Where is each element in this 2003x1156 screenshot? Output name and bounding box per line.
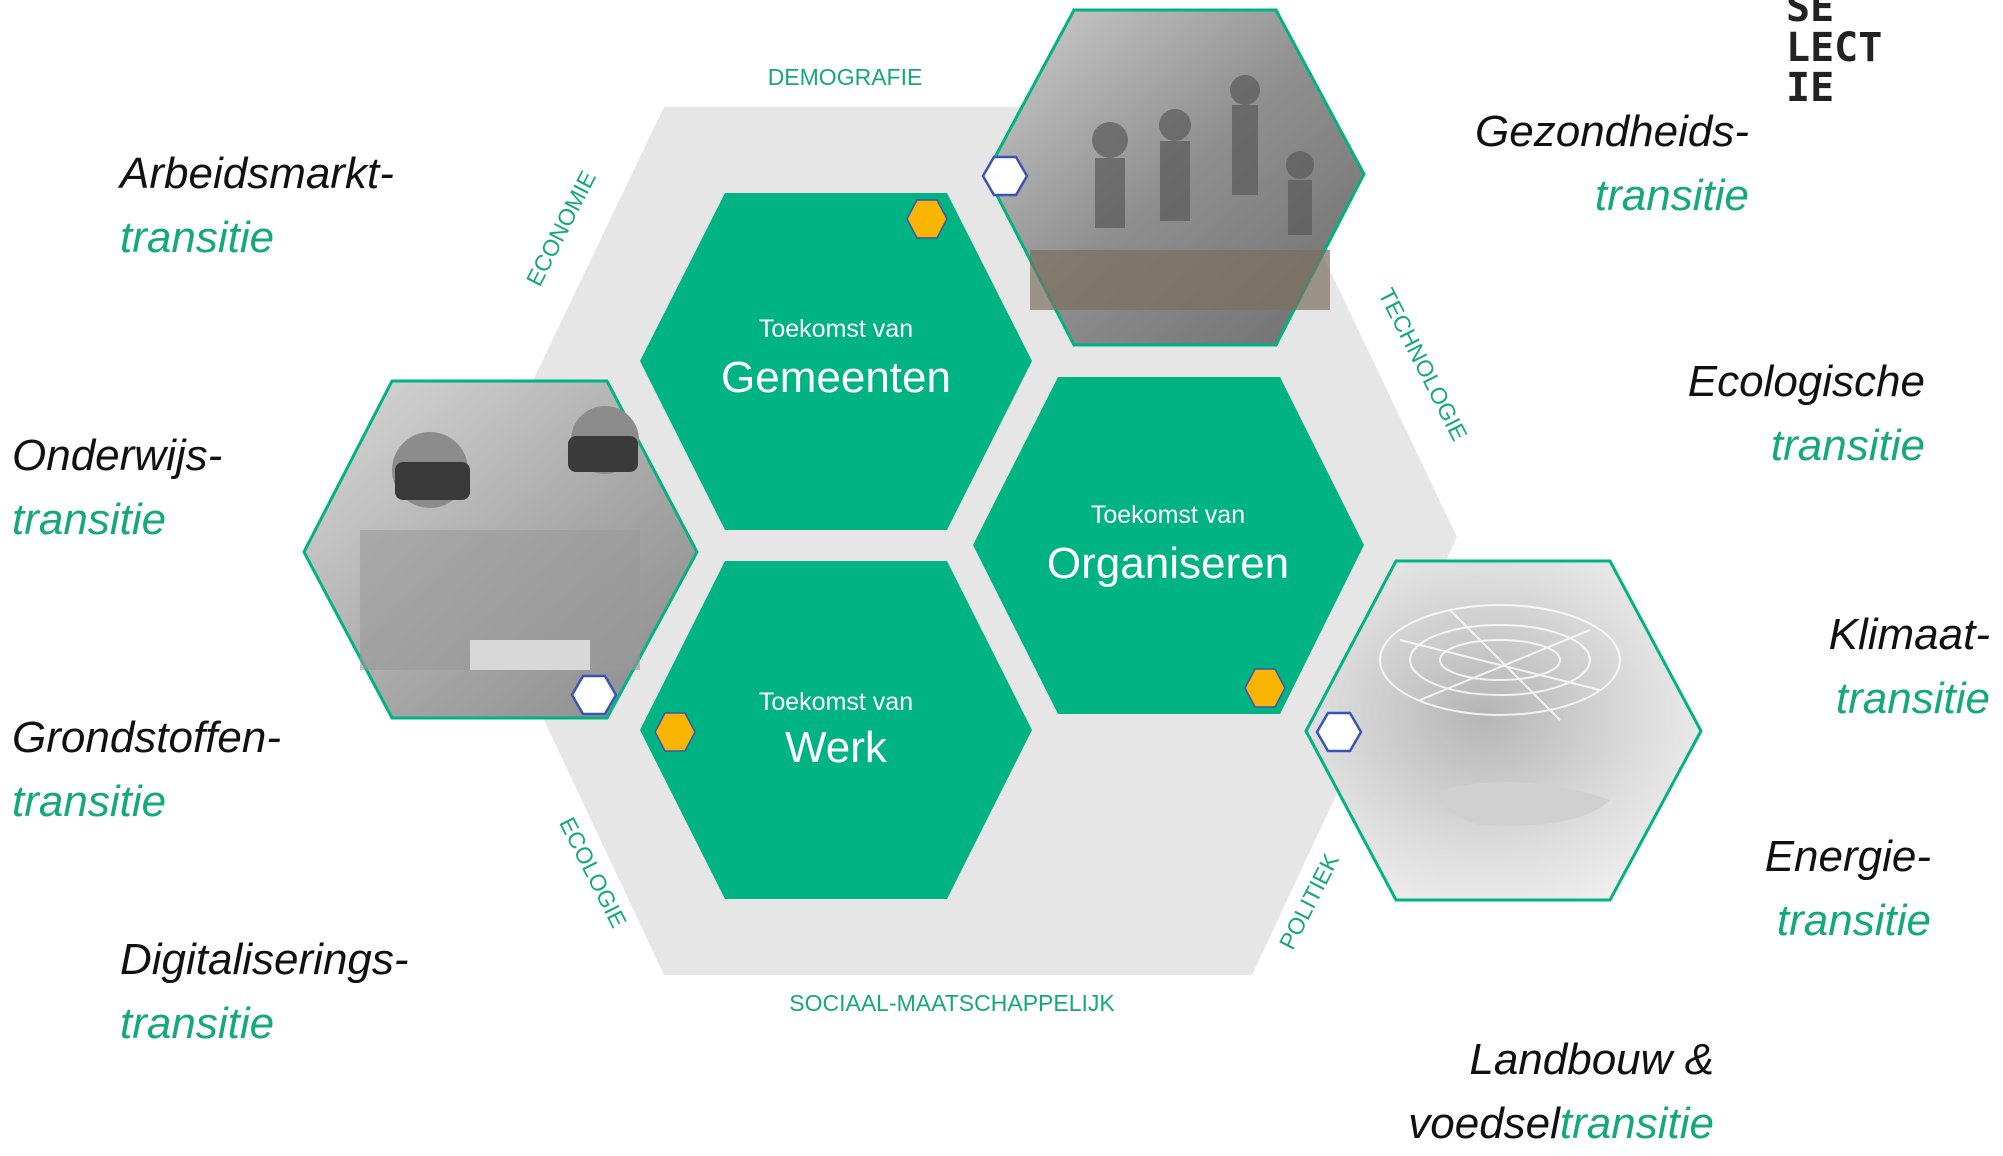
transition-energie: Energie- transitie — [1580, 825, 1931, 953]
transition-line2-prefix: voedsel — [1408, 1099, 1560, 1148]
orange-hex-icon — [654, 712, 696, 752]
white-hex-icon — [981, 155, 1029, 197]
transition-line2: transitie — [1835, 674, 1990, 723]
transition-line1: Ecologische — [1687, 357, 1925, 406]
transition-line2: transitie — [1770, 421, 1925, 470]
logo-line: SE — [1786, 0, 1835, 31]
transition-line2: transitie — [1776, 896, 1931, 945]
transition-line2: transitie — [120, 999, 275, 1048]
orange-hex-icon — [1244, 668, 1286, 708]
transition-line1: Digitaliserings- — [120, 935, 409, 984]
transition-line2: transitie — [12, 777, 167, 826]
orange-hex-icon — [906, 199, 948, 239]
photo-hex-network — [1304, 559, 1703, 902]
photo-hex-vr — [302, 379, 699, 720]
transition-gezondheid: Gezondheids- transitie — [1400, 100, 1749, 228]
werk-small-label: Toekomst van — [759, 688, 913, 716]
transition-landbouw: Landbouw & voedseltransitie — [1300, 1028, 1714, 1156]
transition-line2: transitie — [12, 495, 167, 544]
children-gardening-icon — [1030, 75, 1330, 310]
transition-digitalisering: Digitaliserings- transitie — [120, 928, 409, 1056]
transition-line1: Landbouw & — [1469, 1035, 1714, 1084]
selectie-logo: SE LECT IE — [1786, 0, 1882, 108]
transition-grondstoffen: Grondstoffen- transitie — [12, 706, 281, 834]
werk-title: Werk — [785, 723, 888, 772]
gemeenten-title: Gemeenten — [721, 353, 951, 402]
logo-line: LECT — [1786, 25, 1883, 71]
hand-network-icon — [1379, 604, 1621, 721]
edge-label-demografie: DEMOGRAFIE — [768, 64, 923, 90]
transition-line1: Onderwijs- — [12, 431, 223, 480]
vr-headset-icon — [360, 406, 640, 670]
transition-line1: Klimaat- — [1828, 610, 1990, 659]
transition-onderwijs: Onderwijs- transitie — [12, 424, 222, 552]
transition-line1: Energie- — [1764, 832, 1931, 881]
hex-gemeenten[interactable] — [640, 193, 1032, 530]
logo-line: IE — [1786, 65, 1835, 111]
transition-klimaat: Klimaat- transitie — [1640, 603, 1990, 731]
organiseren-small-label: Toekomst van — [1091, 501, 1245, 529]
hex-organiseren[interactable] — [973, 377, 1364, 714]
photo-hex-garden — [984, 8, 1366, 347]
transition-line2: voedseltransitie — [1300, 1092, 1714, 1156]
transition-line2-suffix: transitie — [1559, 1099, 1714, 1148]
transition-line2: transitie — [120, 213, 275, 262]
edge-label-sociaal: SOCIAAL-MAATSCHAPPELIJK — [789, 990, 1115, 1016]
transition-arbeidsmarkt: Arbeidsmarkt- transitie — [120, 142, 394, 270]
transition-ecologisch: Ecologische transitie — [1560, 350, 1925, 478]
transition-line1: Arbeidsmarkt- — [120, 149, 394, 198]
gemeenten-small-label: Toekomst van — [759, 315, 913, 343]
transition-line1: Gezondheids- — [1475, 107, 1749, 156]
hex-werk[interactable] — [640, 561, 1032, 899]
transition-line2: transitie — [1594, 171, 1749, 220]
organiseren-title: Organiseren — [1047, 539, 1289, 588]
hand-shape — [1440, 782, 1610, 826]
transition-line1: Grondstoffen- — [12, 713, 282, 762]
white-hex-icon — [1315, 711, 1363, 753]
white-hex-icon — [570, 674, 618, 716]
